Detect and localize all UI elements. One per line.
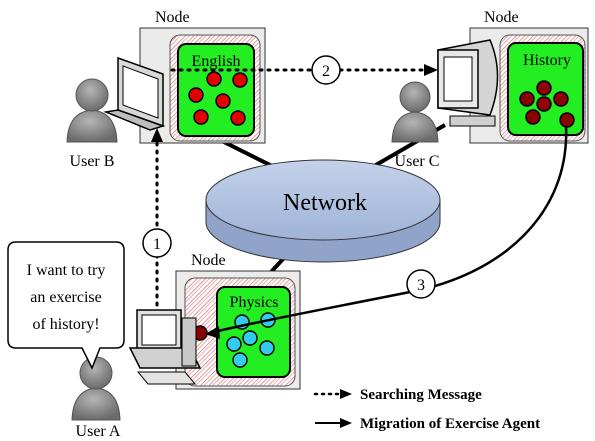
svg-text:2: 2 (322, 63, 330, 80)
node-label: Node (191, 252, 226, 269)
laptop-icon (103, 56, 166, 131)
node-label: Node (155, 9, 190, 26)
network-disc: Network (205, 159, 441, 263)
node-physics: Node Physics User A (71, 252, 301, 440)
svg-text:1: 1 (153, 236, 161, 253)
step-circle-2: 2 (311, 55, 341, 85)
user-c-label: User C (395, 153, 440, 170)
node-history: Node History User C (391, 9, 589, 170)
speech-line-2: an exercise (30, 289, 102, 306)
user-b-icon (66, 78, 118, 143)
search-arrow-2 (170, 64, 438, 76)
subject-label-history: History (523, 52, 571, 69)
step-circle-3: 3 (406, 269, 436, 299)
node-english: Node English User B (66, 9, 266, 170)
legend: Searching Message Migration of Exercise … (313, 387, 540, 432)
desktop-computer-icon (128, 309, 202, 385)
speech-bubble: I want to try an exercise of history! (7, 241, 125, 370)
agent-dots-physics (226, 312, 276, 368)
legend-migration: Migration of Exercise Agent (315, 416, 540, 432)
agent-dots-english (188, 71, 248, 126)
svg-text:3: 3 (417, 277, 425, 294)
speech-line-1: I want to try (27, 262, 106, 279)
user-a-icon (71, 356, 121, 421)
monitor-icon (437, 39, 499, 127)
node-label: Node (484, 9, 519, 26)
user-c-icon (391, 81, 439, 143)
subject-label-english: English (192, 53, 241, 70)
user-b-label: User B (70, 153, 115, 170)
user-a-label: User A (76, 423, 121, 440)
network-label: Network (283, 190, 367, 216)
speech-line-3: of history! (32, 316, 99, 333)
legend-searching: Searching Message (313, 387, 482, 403)
legend-searching-label: Searching Message (360, 387, 482, 403)
subject-label-physics: Physics (230, 294, 279, 311)
agent-dots-history (519, 80, 575, 128)
step-circle-1: 1 (142, 228, 172, 258)
legend-migration-label: Migration of Exercise Agent (360, 416, 540, 432)
search-arrow-1 (151, 128, 163, 307)
